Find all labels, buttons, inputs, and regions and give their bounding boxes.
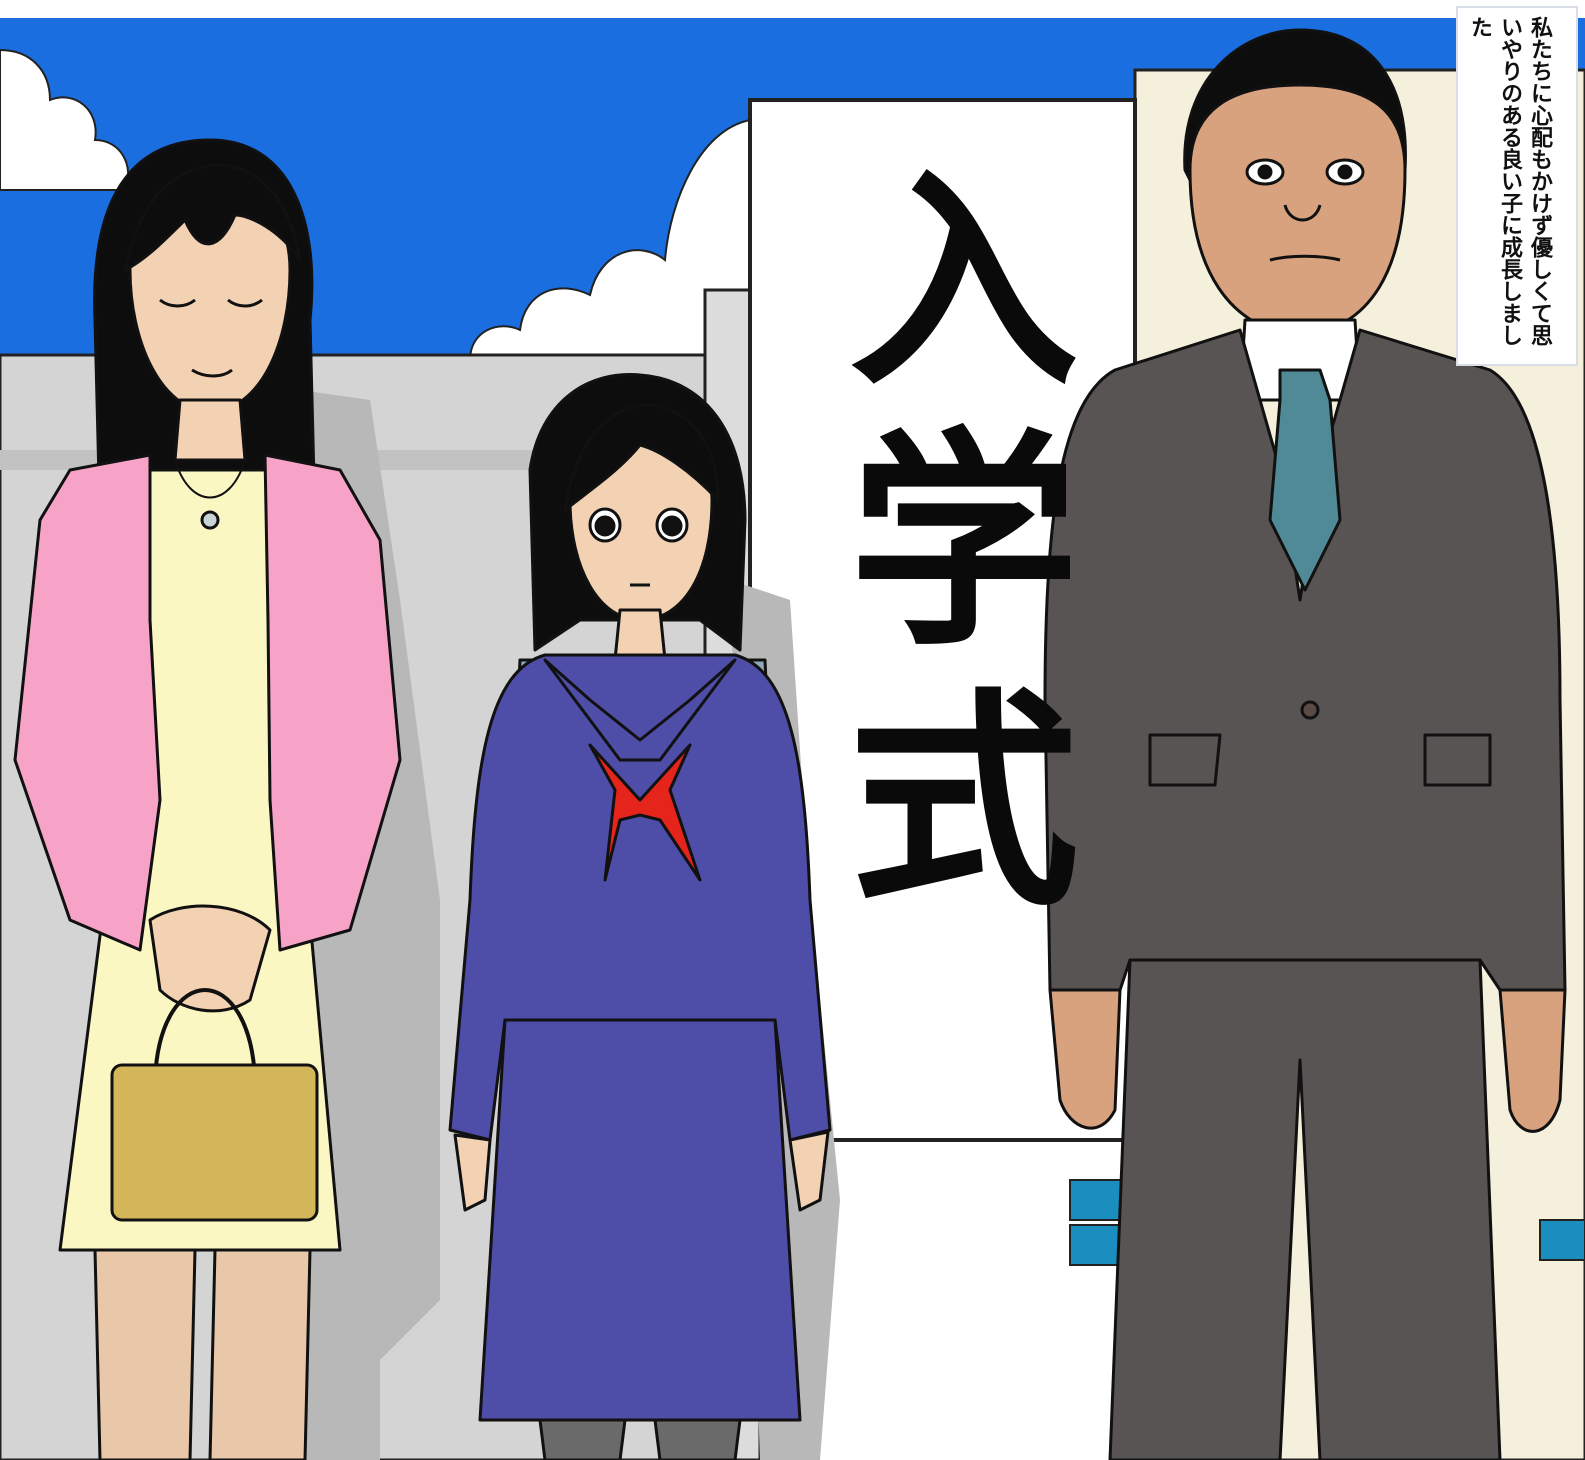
father-trousers — [1108, 958, 1502, 1460]
mother-cardigan-left — [13, 453, 162, 952]
daughter-red-scarf — [588, 743, 702, 882]
ceremony-sign-text: 入学式 — [752, 160, 1137, 980]
building-window-3 — [1539, 1219, 1585, 1261]
father-face — [1188, 83, 1407, 337]
narration-caption-box: 私たちに心配もかけず優しくて思いやりのある良い子に成長しました — [1456, 6, 1578, 366]
mother-cardigan-right — [263, 453, 402, 952]
mother-handbag-handle — [153, 988, 257, 1081]
daughter — [448, 372, 832, 1460]
mother-handbag — [110, 1063, 319, 1222]
cloud-middle — [468, 118, 751, 361]
father-tie — [1268, 368, 1342, 592]
daughter-skirt — [478, 1018, 802, 1422]
ceremony-sign-label: 入学式 — [809, 160, 1080, 940]
mother — [13, 138, 402, 1460]
narration-caption-text: 私たちに心配もかけず優しくて思いやりのある良い子に成長しました — [1467, 16, 1552, 346]
father — [1043, 28, 1567, 1460]
cloud-left — [0, 48, 130, 191]
